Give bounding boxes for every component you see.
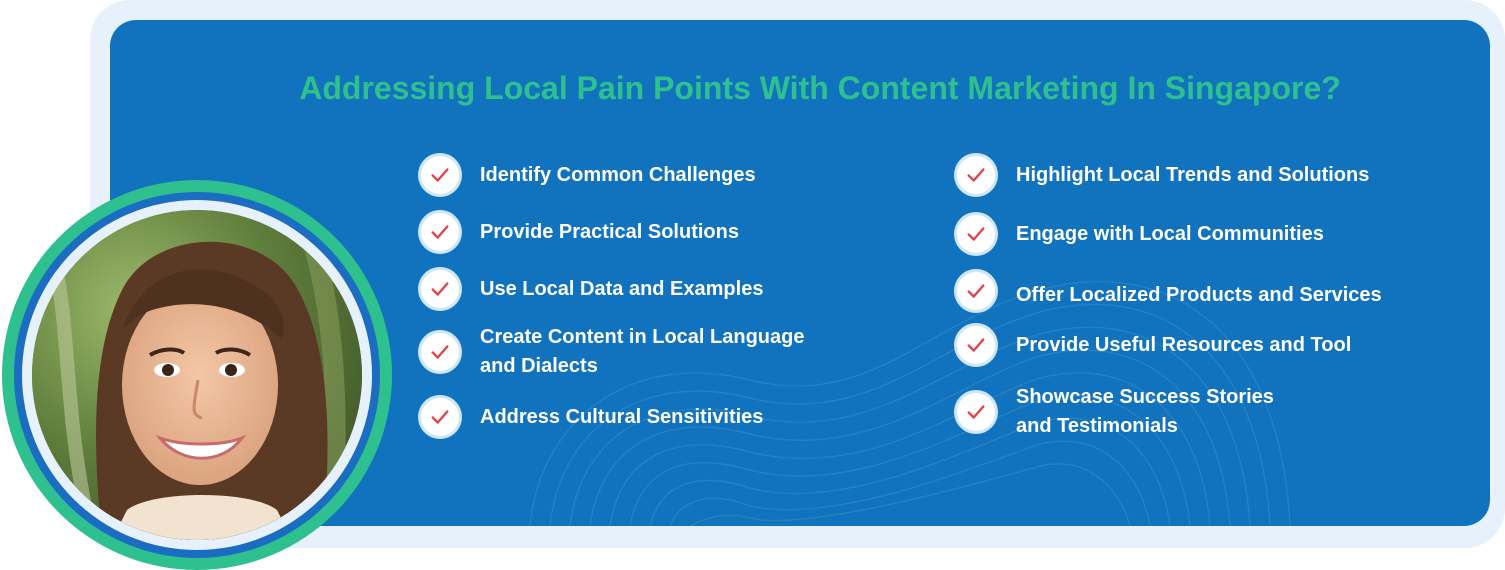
list-item-label: Highlight Local Trends and Solutions bbox=[1016, 163, 1370, 186]
checkmark-icon bbox=[421, 156, 459, 194]
list-item-label: Showcase Success Stories and Testimonial… bbox=[1016, 386, 1274, 437]
avatar-ring bbox=[2, 180, 392, 570]
list-item: Address Cultural Sensitivities bbox=[421, 398, 763, 436]
avatar bbox=[32, 210, 362, 540]
page-title: Addressing Local Pain Points With Conten… bbox=[299, 70, 1341, 106]
list-item: Create Content in Local Language and Dia… bbox=[421, 323, 804, 381]
avatar-ring-inner bbox=[14, 192, 380, 558]
checkmark-icon bbox=[957, 272, 995, 310]
list-item-label: Address Cultural Sensitivities bbox=[480, 405, 764, 428]
list-item-label: Provide Practical Solutions bbox=[480, 220, 739, 243]
checkmark-icon bbox=[421, 213, 459, 251]
checkmark-icon bbox=[957, 393, 995, 431]
list-item: Identify Common Challenges bbox=[421, 156, 756, 194]
list-item-label: Identify Common Challenges bbox=[480, 163, 756, 186]
list-item-label: Offer Localized Products and Services bbox=[1016, 283, 1382, 306]
list-item: Highlight Local Trends and Solutions bbox=[957, 156, 1369, 194]
list-item-label: Engage with Local Communities bbox=[1016, 222, 1324, 245]
list-item: Provide Practical Solutions bbox=[421, 213, 739, 251]
checkmark-icon bbox=[421, 270, 459, 308]
checkmark-icon bbox=[421, 333, 459, 371]
avatar-ring-light bbox=[22, 200, 372, 550]
list-item: Provide Useful Resources and Tool bbox=[957, 326, 1351, 364]
list-item-label: Create Content in Local Language and Dia… bbox=[480, 326, 805, 377]
checkmark-icon bbox=[957, 215, 995, 253]
checkmark-icon bbox=[957, 156, 995, 194]
wave-pattern-decoration bbox=[529, 281, 1291, 526]
list-item-label: Use Local Data and Examples bbox=[480, 277, 764, 300]
list-item: Showcase Success Stories and Testimonial… bbox=[957, 383, 1274, 441]
checkmark-icon bbox=[957, 326, 995, 364]
list-item: Use Local Data and Examples bbox=[421, 270, 763, 308]
list-item: Engage with Local Communities bbox=[957, 215, 1324, 253]
checkmark-icon bbox=[421, 398, 459, 436]
list-item: Offer Localized Products and Services bbox=[957, 272, 1382, 310]
list-item-label: Provide Useful Resources and Tool bbox=[1016, 333, 1352, 356]
person-photo bbox=[32, 210, 362, 540]
